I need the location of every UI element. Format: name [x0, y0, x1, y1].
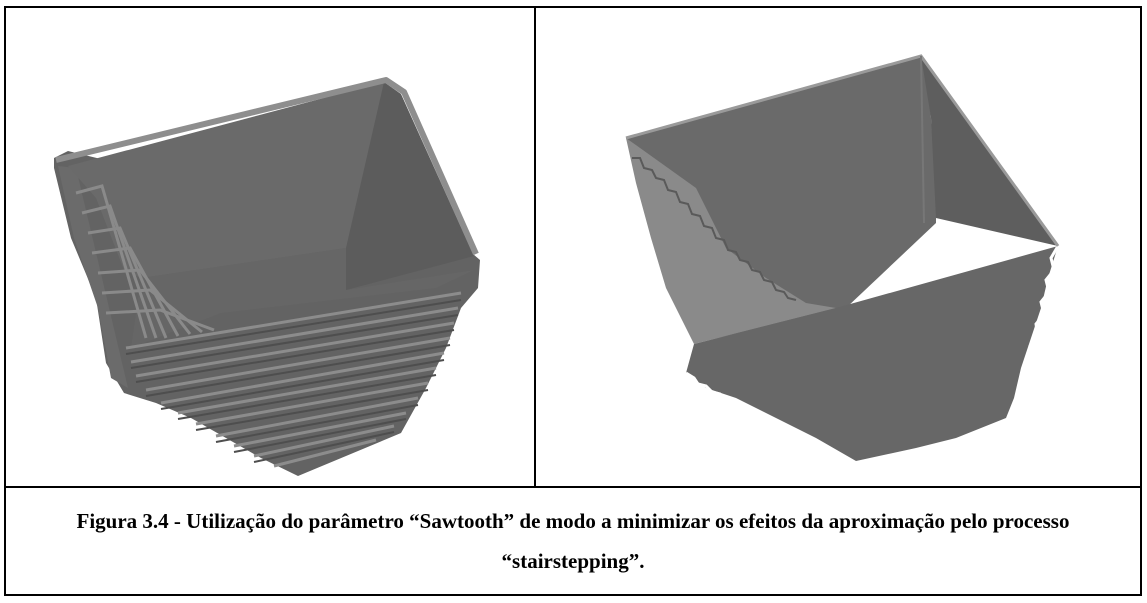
figure-caption: Figura 3.4 - Utilização do parâmetro “Sa… [76, 509, 1070, 573]
stairstepping-render-image [625, 54, 1060, 466]
stair-serrated-right-edge [1005, 245, 1060, 430]
sawtooth-front-ridges [125, 291, 462, 468]
sawtooth-front-shadows [125, 299, 462, 463]
sawtooth-render-panel [6, 8, 536, 486]
stair-serrated-edge [685, 371, 857, 466]
sawtooth-inner-right [346, 82, 474, 290]
stair-rim-post [920, 55, 925, 224]
stairstepping-render-panel [536, 8, 1140, 486]
sawtooth-left-ridges [75, 184, 215, 339]
sawtooth-inner-back [68, 82, 401, 278]
figure-table: Figura 3.4 - Utilização do parâmetro “Sa… [4, 6, 1142, 596]
sawtooth-rim [55, 77, 479, 256]
stair-step-diagonal [632, 157, 797, 301]
sawtooth-render-image [54, 77, 480, 476]
caption-row: Figura 3.4 - Utilização do parâmetro “Sa… [6, 486, 1140, 594]
stair-front-face [686, 246, 1058, 461]
sawtooth-inner-floor [131, 248, 474, 348]
sawtooth-left-wall [58, 166, 128, 388]
